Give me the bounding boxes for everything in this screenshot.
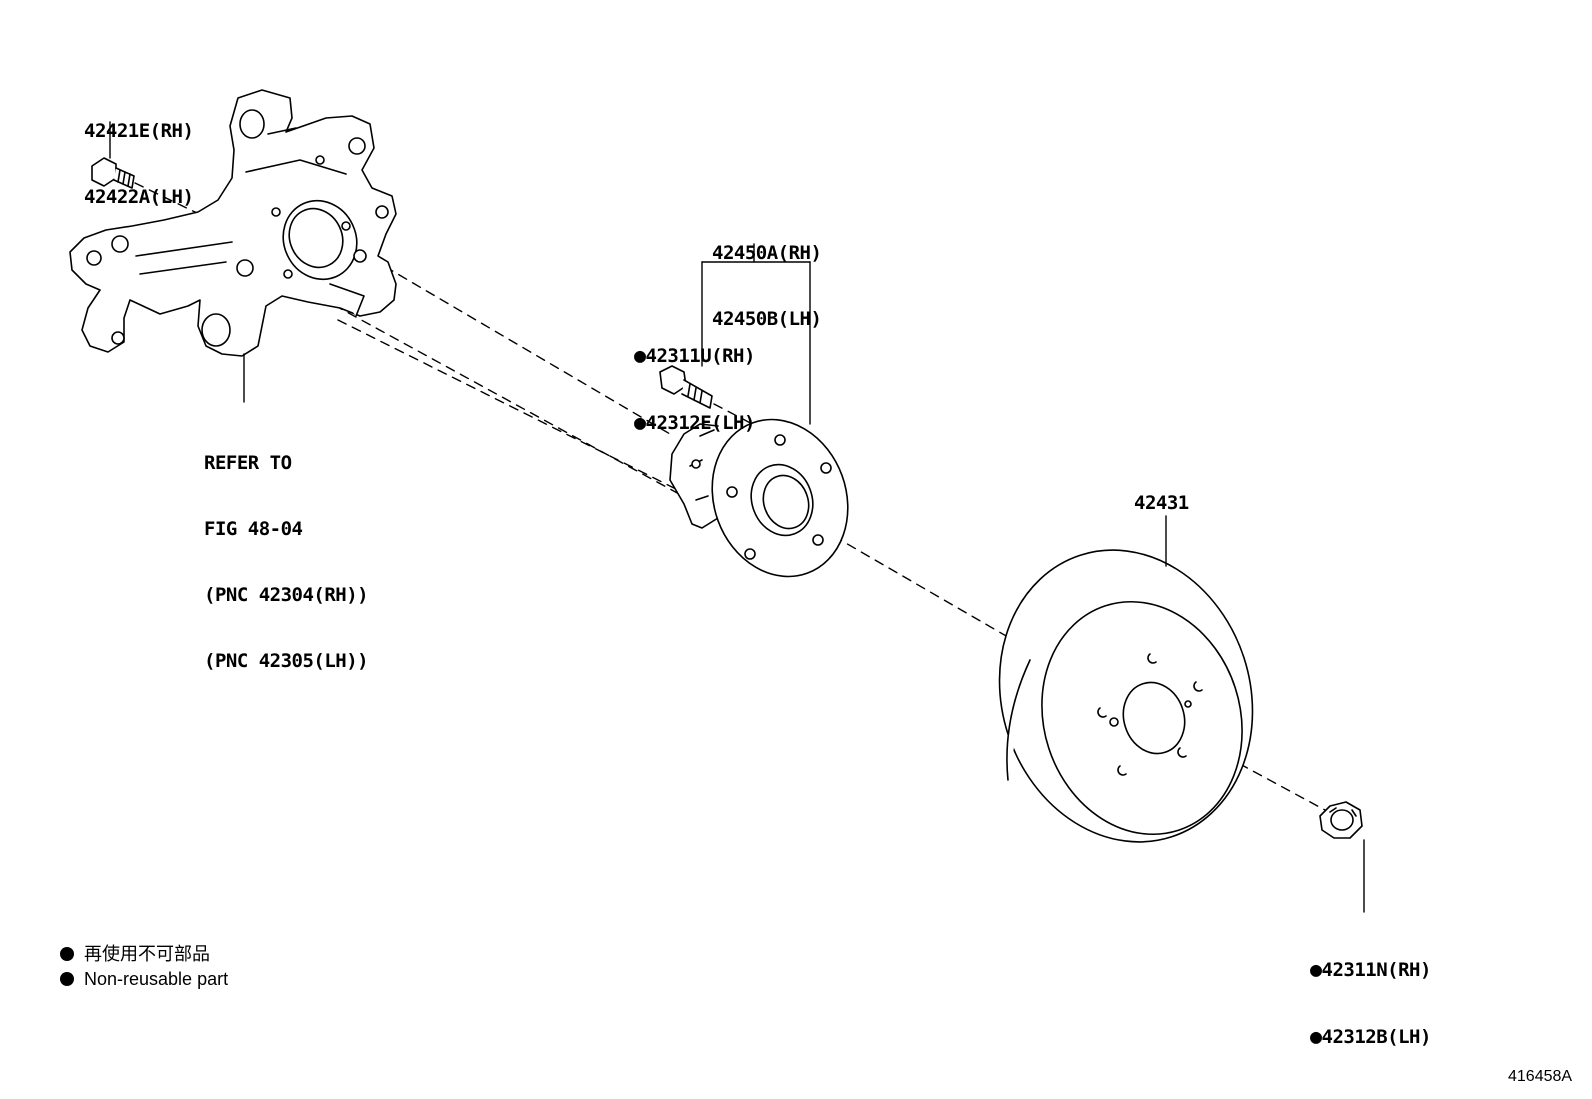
brake-disc-label: 42431	[1134, 492, 1189, 514]
part-number-lh: 42312B(LH)	[1321, 1026, 1432, 1048]
knuckle-reference-label: REFER TO FIG 48-04 (PNC 42304(RH)) (PNC …	[204, 408, 369, 694]
hub-assembly-label: 42450A(RH) 42450B(LH)	[712, 198, 822, 352]
legend: 再使用不可部品 Non-reusable part	[60, 942, 228, 992]
non-reusable-bullet: ●	[1310, 957, 1322, 981]
part-number-lh: 42422A(LH)	[84, 186, 194, 208]
part-number-rh: 42311N(RH)	[1321, 959, 1432, 981]
legend-row-english: Non-reusable part	[60, 967, 228, 992]
part-number-rh: 42311U(RH)	[645, 345, 756, 367]
part-number-rh: 42421E(RH)	[84, 120, 194, 142]
hub-bolt-label: ●42311U(RH) ●42312E(LH)	[634, 300, 755, 456]
reference-line: REFER TO	[204, 452, 292, 474]
non-reusable-bullet: ●	[634, 410, 646, 434]
bullet-icon	[60, 972, 74, 986]
non-reusable-bullet: ●	[1310, 1024, 1322, 1048]
hub-assembly	[669, 418, 849, 578]
part-number-lh: 42450B(LH)	[712, 308, 822, 330]
bullet-icon	[60, 947, 74, 961]
knuckle-bolt	[91, 157, 135, 189]
hub-nut-label: ●42311N(RH) ●42312B(LH)	[1310, 914, 1431, 1070]
part-number-lh: 42312E(LH)	[645, 412, 756, 434]
legend-text-english: Non-reusable part	[84, 969, 229, 989]
bolt-knuckle-label: 42421E(RH) 42422A(LH)	[84, 76, 194, 230]
brake-disc	[998, 549, 1254, 843]
reference-pnc-lh: (PNC 42305(LH))	[204, 650, 369, 672]
figure-number: 416458A	[1508, 1068, 1573, 1085]
legend-text-japanese: 再使用不可部品	[84, 944, 210, 964]
steering-knuckle	[69, 89, 397, 357]
leader-lines	[109, 121, 1365, 913]
legend-row-japanese: 再使用不可部品	[60, 942, 228, 967]
reference-pnc-rh: (PNC 42304(RH))	[204, 584, 369, 606]
non-reusable-bullet: ●	[634, 343, 646, 367]
reference-figure: FIG 48-04	[204, 518, 303, 540]
hub-bolt	[659, 365, 713, 409]
hub-nut	[1319, 801, 1363, 839]
part-number-rh: 42450A(RH)	[712, 242, 822, 264]
